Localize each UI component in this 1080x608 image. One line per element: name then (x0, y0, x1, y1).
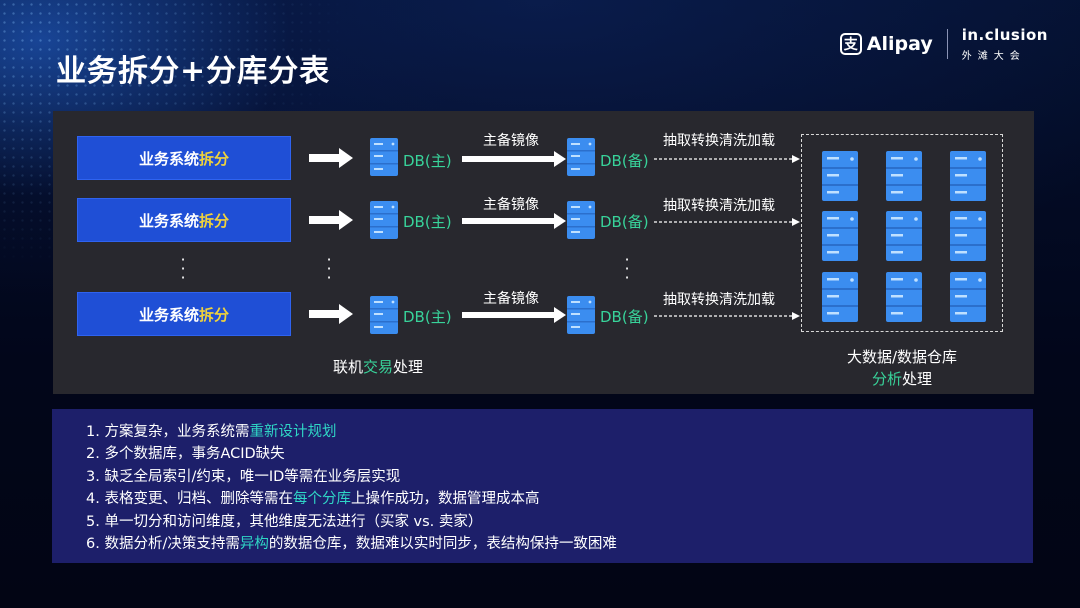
warehouse-server-icon (822, 272, 858, 322)
warehouse-server-icon (950, 211, 986, 261)
list-item: 2. 多个数据库，事务ACID缺失 (86, 443, 1033, 465)
standby-db-server-icon (567, 138, 595, 176)
business-system-box: 业务系统拆分 (77, 198, 291, 242)
warehouse-server-icon (886, 272, 922, 322)
mirror-arrow-icon (462, 307, 566, 323)
mirror-arrow-icon (462, 151, 566, 167)
warehouse-server-icon (950, 272, 986, 322)
standby-db-label: DB(备) (600, 152, 649, 170)
etl-dashed-arrow-icon (654, 155, 800, 163)
list-item: 1. 方案复杂，业务系统需重新设计规划 (86, 421, 1033, 443)
business-system-label: 业务系统 (138, 211, 199, 230)
etl-label: 抽取转换清洗加载 (663, 198, 775, 214)
list-item-highlight: 每个分库 (292, 491, 351, 508)
caption-text: 处理 (393, 358, 424, 376)
warehouse-server-icon (822, 151, 858, 201)
caption-text: 处理 (902, 370, 933, 388)
write-arrow-icon (309, 148, 353, 168)
logo-area: 支 Alipay in.clusion 外滩大会 (839, 26, 1048, 62)
drawbacks-panel: 1. 方案复杂，业务系统需重新设计规划 2. 多个数据库，事务ACID缺失 3.… (52, 409, 1033, 563)
business-system-box: 业务系统拆分 (77, 136, 291, 180)
list-item: 3. 缺乏全局索引/约束，唯一ID等需在业务层实现 (86, 466, 1033, 488)
warehouse-caption: 大数据/数据仓库 分析处理 (800, 346, 1004, 390)
list-item-text: 6. 数据分析/决策支持需 (86, 536, 240, 553)
primary-db-server-icon (370, 138, 398, 176)
caption-text: 联机 (333, 358, 364, 376)
business-system-label: 业务系统 (138, 305, 199, 324)
split-highlight: 拆分 (199, 211, 230, 230)
write-arrow-icon (309, 210, 353, 230)
primary-db-label: DB(主) (403, 152, 452, 170)
alipay-wordmark: Alipay (866, 33, 933, 55)
alipay-icon: 支 (839, 33, 862, 55)
mirror-label: 主备镜像 (483, 197, 539, 213)
ellipsis-dots-icon: ··· (624, 250, 630, 287)
caption-highlight: 分析 (871, 370, 902, 388)
list-item-text: 3. 缺乏全局索引/约束，唯一ID等需在业务层实现 (86, 468, 401, 485)
ellipsis-dots-icon: ··· (180, 250, 186, 287)
ellipsis-dots-icon: ··· (326, 250, 332, 287)
list-item-text: 4. 表格变更、归档、删除等需在 (86, 491, 293, 508)
split-highlight: 拆分 (199, 149, 230, 168)
list-item: 4. 表格变更、归档、删除等需在每个分库上操作成功，数据管理成本高 (86, 488, 1033, 510)
logo-divider (946, 29, 948, 59)
primary-db-label: DB(主) (403, 213, 452, 231)
list-item-text: 上操作成功，数据管理成本高 (350, 491, 540, 508)
split-highlight: 拆分 (199, 305, 230, 324)
primary-db-server-icon (370, 201, 398, 239)
warehouse-server-icon (886, 151, 922, 201)
mirror-label: 主备镜像 (483, 133, 539, 149)
alipay-logo: 支 Alipay (839, 33, 933, 55)
inclusion-wordmark: in.clusion (961, 26, 1048, 44)
caption-text: 大数据/数据仓库 (846, 348, 958, 366)
list-item-text: 5. 单一切分和访问维度，其他维度无法进行（买家 vs. 卖家） (86, 513, 483, 530)
drawbacks-list: 1. 方案复杂，业务系统需重新设计规划 2. 多个数据库，事务ACID缺失 3.… (52, 421, 1033, 555)
list-item-highlight: 异构 (239, 536, 269, 553)
list-item-text: 1. 方案复杂，业务系统需 (86, 424, 250, 440)
list-item-text: 的数据仓库，数据难以实时同步，表结构保持一致困难 (268, 536, 617, 553)
standby-db-server-icon (567, 201, 595, 239)
standby-db-label: DB(备) (600, 213, 649, 231)
slide-title: 业务拆分+分库分表 (56, 54, 331, 89)
warehouse-server-icon (950, 151, 986, 201)
online-processing-caption: 联机交易处理 (333, 356, 423, 377)
inclusion-logo: in.clusion 外滩大会 (962, 26, 1048, 62)
primary-db-server-icon (370, 296, 398, 334)
inclusion-subtitle: 外滩大会 (961, 51, 1026, 62)
etl-label: 抽取转换清洗加载 (663, 292, 775, 308)
list-item: 5. 单一切分和访问维度，其他维度无法进行（买家 vs. 卖家） (86, 511, 1033, 533)
standby-db-server-icon (567, 296, 595, 334)
primary-db-label: DB(主) (403, 308, 452, 326)
etl-dashed-arrow-icon (654, 218, 800, 226)
warehouse-server-icon (822, 211, 858, 261)
caption-highlight: 交易 (363, 358, 394, 376)
business-system-box: 业务系统拆分 (77, 292, 291, 336)
list-item: 6. 数据分析/决策支持需异构的数据仓库，数据难以实时同步，表结构保持一致困难 (86, 533, 1033, 555)
list-item-highlight: 重新设计规划 (249, 424, 337, 440)
warehouse-server-icon (886, 211, 922, 261)
data-warehouse-box (801, 134, 1003, 332)
list-item-text: 2. 多个数据库，事务ACID缺失 (86, 446, 285, 463)
etl-dashed-arrow-icon (654, 312, 800, 320)
mirror-label: 主备镜像 (483, 291, 539, 307)
write-arrow-icon (309, 304, 353, 324)
etl-label: 抽取转换清洗加载 (663, 133, 775, 149)
standby-db-label: DB(备) (600, 308, 649, 326)
mirror-arrow-icon (462, 213, 566, 229)
business-system-label: 业务系统 (138, 149, 199, 168)
